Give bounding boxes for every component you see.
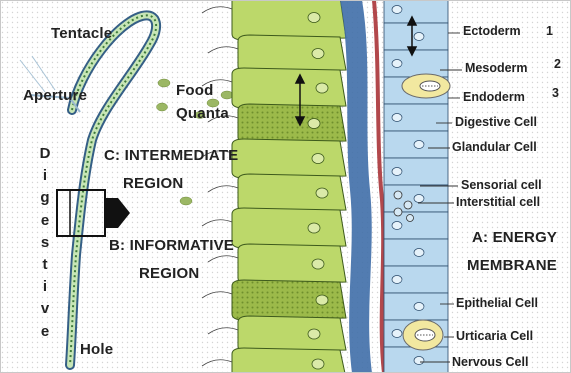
cell-nucleus [312,154,324,164]
label-epithelial-cell: Epithelial Cell [456,297,538,310]
vertical-letter: e [38,210,52,232]
label-region-a-2: MEMBRANE [467,258,557,273]
label-mesoderm: Mesoderm [465,62,528,75]
cell-nucleus [414,195,424,203]
label-region-b: B: INFORMATIVE [109,238,234,253]
cell-nucleus [392,60,402,68]
endoderm-cell [232,208,346,248]
cell-nucleus [414,33,424,41]
cell-nucleus [392,330,402,338]
cell-nucleus [308,329,320,339]
vertical-letter: t [38,254,52,276]
label-food: Food [176,83,213,98]
label-nervous-cell: Nervous Cell [452,356,528,369]
endoderm-cell [232,280,346,320]
endoderm-cell [238,35,346,72]
vertical-letter: v [38,298,52,320]
cell-nucleus [316,83,328,93]
cell-nucleus [312,259,324,269]
label-endoderm-num: 3 [552,87,559,100]
label-region-c-2: REGION [123,176,183,191]
endoderm-cell [232,139,346,178]
cell-nucleus [392,114,402,122]
label-hole: Hole [80,342,113,357]
endoderm-cell [238,104,346,143]
cell-nucleus [308,119,320,129]
cell-nucleus [316,295,328,305]
vertical-letter: g [38,187,52,209]
label-tentacle: Tentacle [51,26,112,41]
cell-nucleus [392,276,402,284]
label-interstitial-cell: Interstitial cell [456,196,540,209]
vertical-letter: i [38,276,52,298]
cell-nucleus [392,168,402,176]
label-region-c: C: INTERMEDIATE [104,148,238,163]
cell-nucleus [312,359,324,369]
cell-nucleus [308,13,320,23]
cell-nucleus [414,141,424,149]
label-urticaria-cell: Urticaria Cell [456,330,533,343]
vertical-letter: D [38,143,52,165]
label-ectoderm: Ectoderm [463,25,521,38]
cell-nucleus [392,222,402,230]
cell-nucleus [308,223,320,233]
label-ectoderm-num: 1 [546,25,553,38]
vertical-letter: e [38,321,52,343]
label-region-a: A: ENERGY [472,230,557,245]
cell-nucleus [312,49,324,59]
vertical-letter: i [38,165,52,187]
ectoderm-cells [384,0,448,373]
label-digestive-cell: Digestive Cell [455,116,537,129]
endoderm-cell [238,244,346,284]
cell-nucleus [414,303,424,311]
endoderm-cell [238,174,346,212]
label-glandular-cell: Glandular Cell [452,141,537,154]
endoderm-cell [232,0,346,40]
endoderm-cell [232,68,346,108]
endoderm-cell [238,316,346,352]
cell-nucleus [392,6,402,14]
cell-nucleus [414,357,424,365]
cell-nucleus [316,188,328,198]
label-region-b-2: REGION [139,266,199,281]
label-endoderm: Endoderm [463,91,525,104]
label-quanta: Quanta [176,106,229,121]
label-aperture: Aperture [23,88,87,103]
cell-nucleus [414,249,424,257]
label-mesoderm-num: 2 [554,58,561,71]
endoderm-cell [232,348,346,373]
label-sensorial-cell: Sensorial cell [461,179,542,192]
vertical-letter: s [38,232,52,254]
